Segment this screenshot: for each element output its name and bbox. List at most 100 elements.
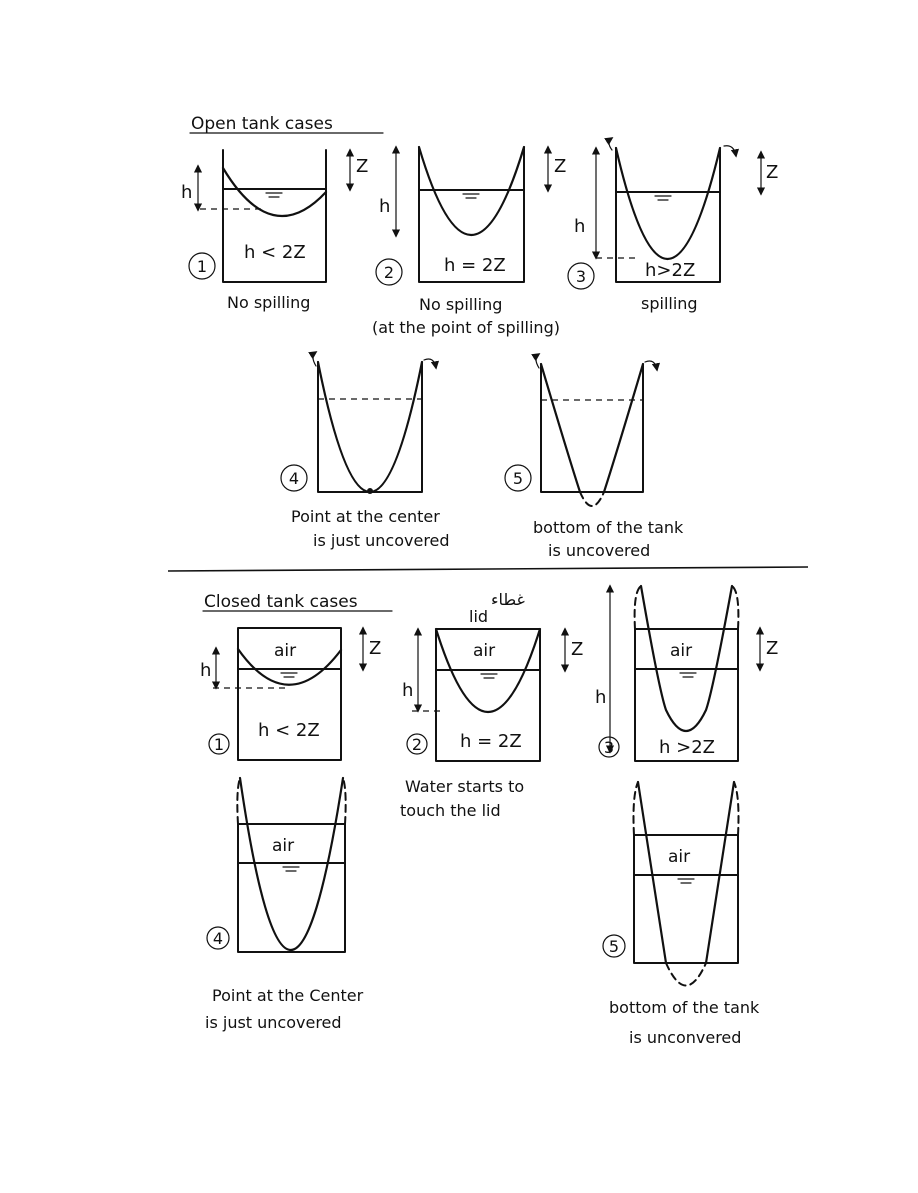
caption-line-2: touch the lid [400, 801, 501, 820]
open-section: Open tank cases h Z h < 2Z 1 No spilling [181, 114, 778, 560]
caption-line-2: is uncovered [548, 541, 650, 560]
case-number: 1 [214, 735, 224, 754]
caption-line-2: is just uncovered [205, 1013, 342, 1032]
center-point [367, 488, 373, 494]
water-level-icon [679, 672, 697, 678]
caption-line-2: is unconvered [629, 1028, 741, 1047]
z-label: Z [369, 638, 381, 659]
condition-label: h = 2Z [460, 731, 522, 752]
h-label: h [402, 680, 413, 701]
paraboloid-surface [236, 647, 343, 686]
water-level-icon [280, 672, 298, 678]
case-number-badge [375, 258, 403, 286]
caption-line-1: Point at the center [291, 507, 440, 526]
h-label: h [200, 660, 211, 681]
tank-walls [615, 147, 721, 283]
caption-line-1: Water starts to [405, 777, 524, 796]
case-number: 1 [197, 257, 207, 276]
h-label: h [181, 182, 192, 203]
water-level-icon [677, 878, 695, 884]
paraboloid-left [539, 362, 582, 494]
virtual-surface-left [632, 781, 639, 836]
case-number-badge [504, 464, 532, 492]
tank-walls [222, 149, 327, 283]
condition-label: h = 2Z [444, 255, 506, 276]
air-label: air [274, 641, 296, 661]
h-label: h [379, 196, 390, 217]
spill-arrow-left [604, 137, 614, 151]
case-number: 2 [412, 735, 422, 754]
z-label: Z [356, 156, 368, 177]
paraboloid-surface [639, 584, 734, 732]
water-level-icon [462, 193, 480, 199]
closed-case-3: air h Z h >2Z 3 [595, 584, 778, 762]
virtual-surface-right [731, 585, 740, 630]
paraboloid-right [602, 362, 645, 494]
section-divider [167, 566, 809, 572]
virtual-surface-left [633, 585, 642, 630]
caption-line-1: No spilling [227, 293, 310, 312]
open-case-2: h Z h = 2Z 2 No spilling (at the point o… [372, 145, 566, 337]
h-label: h [595, 687, 606, 708]
air-label: air [668, 847, 690, 867]
spill-arrow-left [531, 353, 541, 369]
caption-line-2: is just uncovered [313, 531, 450, 550]
paraboloid-surface [434, 627, 542, 713]
case-number: 4 [289, 469, 299, 488]
case-number-badge [406, 733, 428, 755]
water-level-icon [480, 673, 498, 679]
closed-tank [237, 823, 346, 953]
paraboloid-surface [417, 145, 526, 236]
water-level-icon [282, 866, 300, 872]
paraboloid-left [636, 780, 668, 965]
spill-arrow-right [723, 145, 740, 158]
closed-case-1: air h Z h < 2Z 1 [200, 626, 381, 761]
case-number: 5 [513, 469, 523, 488]
spill-arrow-right [423, 358, 440, 370]
closed-tank [237, 627, 342, 761]
closed-tank [435, 628, 541, 762]
condition-label: h >2Z [659, 737, 715, 758]
h-label: h [574, 216, 585, 237]
closed-section-title: Closed tank cases [204, 592, 358, 612]
case-number-badge [567, 262, 595, 290]
case-number-badge [208, 733, 230, 755]
closed-section: Closed tank cases air h Z h < 2Z 1 غطاء … [200, 584, 778, 1047]
case-number-badge [188, 252, 216, 280]
paraboloid-surface [238, 776, 345, 951]
air-label: air [272, 836, 294, 856]
case-number-badge [602, 934, 626, 958]
closed-case-4: air 4 Point at the Center is just uncove… [205, 776, 364, 1032]
paraboloid-surface [221, 166, 328, 218]
z-label: Z [766, 638, 778, 659]
case-number: 4 [213, 929, 223, 948]
case-number-badge [598, 736, 620, 758]
tank-walls [540, 363, 644, 493]
open-section-title: Open tank cases [191, 114, 333, 134]
closed-tank [633, 834, 739, 964]
air-label: air [670, 641, 692, 661]
caption-line-1: bottom of the tank [609, 998, 760, 1017]
tank-walls [418, 146, 525, 283]
caption-line-1: bottom of the tank [533, 518, 684, 537]
z-label: Z [766, 162, 778, 183]
virtual-surface-right [733, 781, 740, 836]
caption-line-1: spilling [641, 294, 698, 313]
paraboloid-surface [316, 360, 424, 494]
caption-line-1: Point at the Center [212, 986, 364, 1005]
virtual-surface-left [236, 777, 241, 825]
closed-tank [634, 628, 739, 762]
open-case-3: h Z h>2Z 3 spilling [567, 137, 778, 313]
case-number-badge [206, 926, 230, 950]
open-case-5: 5 bottom of the tank is uncovered [504, 353, 684, 560]
open-case-1: h Z h < 2Z 1 No spilling [181, 148, 368, 312]
case-number: 5 [609, 937, 619, 956]
water-level-icon [265, 192, 283, 198]
paraboloid-below-bottom [579, 491, 605, 507]
caption-line-1: No spilling [419, 295, 502, 314]
paraboloid-right [704, 780, 736, 965]
condition-label: h < 2Z [244, 242, 306, 263]
case-number: 3 [604, 738, 614, 757]
